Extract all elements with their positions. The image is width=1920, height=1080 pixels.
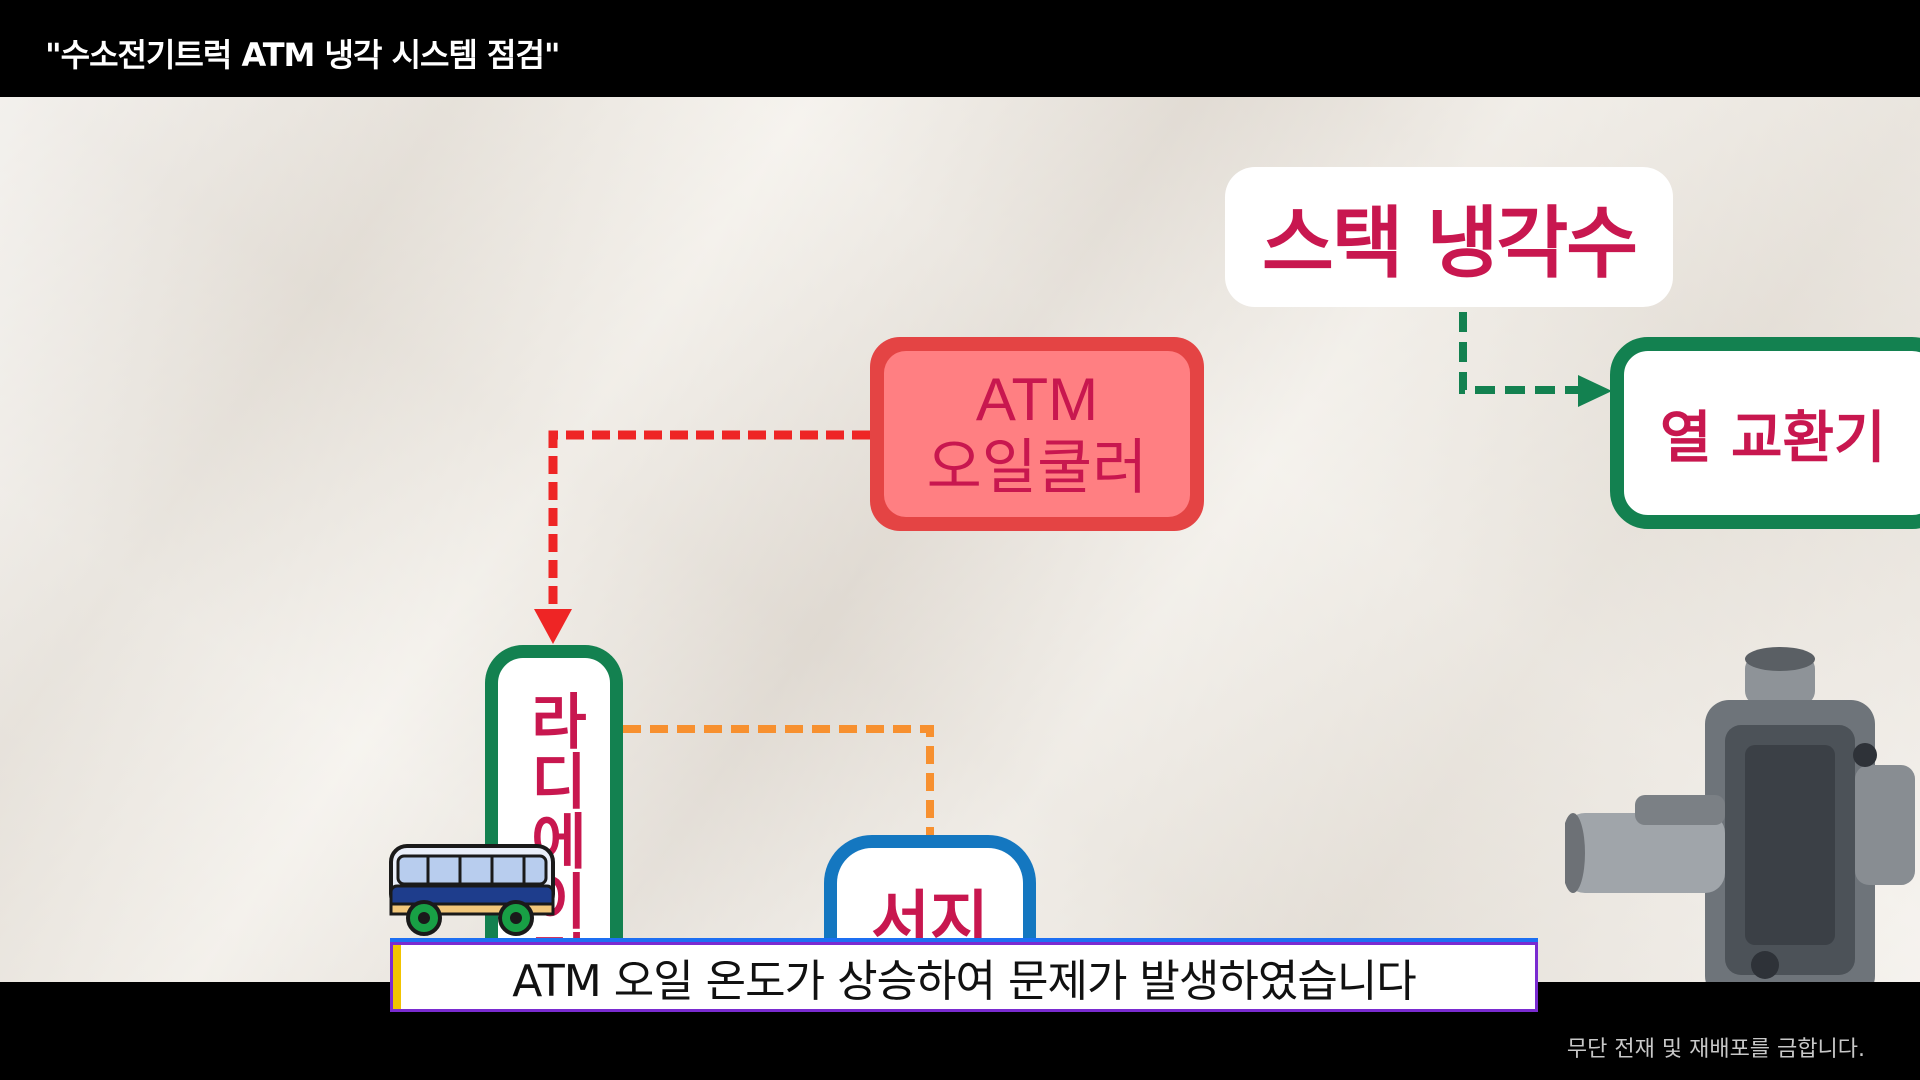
stack-coolant-node: 스택 냉각수 [1225,167,1673,307]
orange-dashed-line [623,725,934,835]
oil-cooler-part-image [1565,647,1915,982]
top-bar: "수소전기트럭 ATM 냉각 시스템 점검" [0,0,1920,97]
red-dashed-arrow [548,430,870,612]
subtitle-box: ATM 오일 온도가 상승하여 문제가 발생하였습니다 [390,942,1538,1012]
atm-oil-cooler-line1: ATM [975,366,1099,433]
subtitle-text: ATM 오일 온도가 상승하여 문제가 발생하였습니다 [512,956,1417,1007]
green-dashed-arrow [1459,312,1580,394]
green-arrowhead [1578,375,1612,407]
radiator-label: 라디에이터 [518,690,589,982]
heat-exchanger-node: 열 교환기 [1610,337,1920,529]
diagram-canvas: 스택 냉각수 열 교환기 ATM 오일쿨러 라디에이터 서지 [0,97,1920,982]
red-arrowhead [534,609,572,644]
atm-oil-cooler-node: ATM 오일쿨러 [870,337,1204,531]
bus-icon [389,844,555,936]
copyright-notice: 무단 전재 및 재배포를 금합니다. [1566,1037,1865,1062]
flow-lines [534,312,1612,835]
video-title: "수소전기트럭 ATM 냉각 시스템 점검" [45,36,561,74]
atm-oil-cooler-inner: ATM 오일쿨러 [884,351,1190,517]
atm-oil-cooler-line2: 오일쿨러 [926,434,1148,501]
